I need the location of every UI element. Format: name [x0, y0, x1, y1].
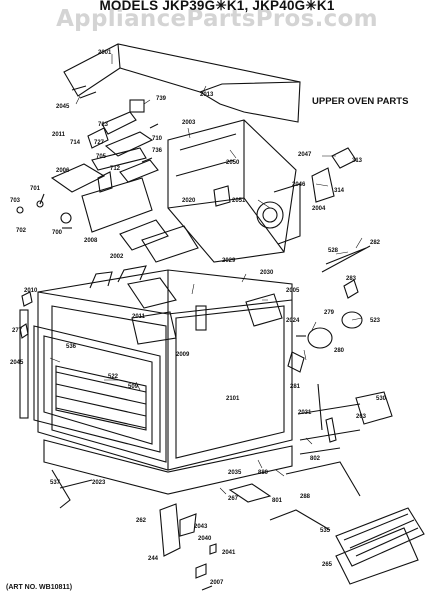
vent-duct-drawing: [63, 43, 301, 123]
callout-2003: 2003: [182, 120, 196, 126]
callout-2051: 2051: [232, 198, 246, 204]
callout-282: 282: [370, 240, 381, 246]
callout-528: 528: [328, 248, 339, 254]
callout-2101: 2101: [226, 396, 240, 402]
callout-262: 262: [136, 518, 147, 524]
callout-263: 263: [356, 414, 367, 420]
callout-2040: 2040: [198, 536, 212, 542]
callout-2004: 2004: [312, 206, 326, 212]
diagram-title: MODELS JKP39G✳K1, JKP40G✳K1: [99, 0, 335, 13]
callout-712: 712: [110, 166, 121, 172]
callout-280: 280: [334, 348, 345, 354]
callout-2030: 2030: [260, 270, 274, 276]
callout-802: 802: [310, 456, 321, 462]
callout-281: 281: [290, 384, 301, 390]
callout-2008: 2008: [84, 238, 98, 244]
callout-2024: 2024: [286, 318, 300, 324]
callout-530: 530: [376, 396, 387, 402]
oven-door-drawing: [19, 291, 161, 453]
callout-2020: 2020: [182, 198, 196, 204]
callout-283: 283: [346, 276, 357, 282]
callout-2013: 2013: [200, 92, 214, 98]
callout-265: 265: [322, 562, 333, 568]
callout-714: 714: [70, 140, 81, 146]
right-upper-parts-drawing: [287, 147, 371, 373]
callout-2009: 2009: [176, 352, 190, 358]
callout-2029: 2029: [222, 258, 236, 264]
callout-279: 279: [324, 310, 335, 316]
callout-710: 710: [152, 136, 163, 142]
callout-288: 288: [300, 494, 311, 500]
callout-535: 535: [320, 528, 331, 534]
callout-2046: 2046: [292, 182, 306, 188]
callout-537: 537: [50, 480, 61, 486]
broiler-drawer-drawing: [43, 439, 293, 591]
callout-701: 701: [30, 186, 41, 192]
callout-2031: 2031: [298, 410, 312, 416]
callout-739: 739: [156, 96, 167, 102]
callout-713: 713: [98, 122, 109, 128]
leader-lines: [49, 54, 363, 495]
callout-801: 801: [272, 498, 283, 504]
art-number: (ART NO. WB10811): [6, 584, 73, 591]
callout-700: 700: [52, 230, 63, 236]
callout-267: 267: [228, 496, 239, 502]
callout-880: 880: [258, 470, 269, 476]
callout-2100: 2011: [132, 314, 146, 320]
callout-2043: 2043: [194, 524, 208, 530]
watermark-text: AppliancePartsPros.com: [56, 6, 378, 32]
callout-2045b: 2045: [10, 360, 24, 366]
callout-277: 277: [12, 328, 23, 334]
oven-body-drawing: [37, 265, 293, 471]
top-small-parts-drawing: [16, 99, 199, 263]
callout-702: 702: [16, 228, 27, 234]
oven-top-frame-drawing: [167, 119, 301, 263]
callout-2007: 2007: [210, 580, 224, 586]
callout-727: 727: [94, 140, 105, 146]
callout-509: 509: [128, 384, 139, 390]
callout-314: 314: [334, 188, 345, 194]
callout-522: 522: [108, 374, 119, 380]
callout-2000: 2010: [24, 288, 38, 294]
callout-2047: 2047: [298, 152, 312, 158]
callout-536: 536: [66, 344, 77, 350]
section-label: UPPER OVEN PARTS: [312, 96, 409, 107]
callout-703: 703: [10, 198, 21, 204]
callout-736: 736: [152, 148, 163, 154]
callout-2050: 2050: [226, 160, 240, 166]
callout-2005: 2005: [286, 288, 300, 294]
callout-2006: 2006: [56, 168, 70, 174]
callout-2011: 2011: [52, 132, 66, 138]
callout-2045: 2045: [56, 104, 70, 110]
right-lower-parts-drawing: [228, 383, 425, 585]
callout-523: 523: [370, 318, 381, 324]
callout-244: 244: [148, 556, 159, 562]
callout-2002: 2002: [110, 254, 124, 260]
callout-2023: 2023: [92, 480, 106, 486]
callout-2041: 2041: [222, 550, 236, 556]
callout-2035: 2035: [228, 470, 242, 476]
callout-313: 313: [352, 158, 363, 164]
callout-2001: 2001: [98, 50, 112, 56]
callout-705: 705: [96, 154, 107, 160]
